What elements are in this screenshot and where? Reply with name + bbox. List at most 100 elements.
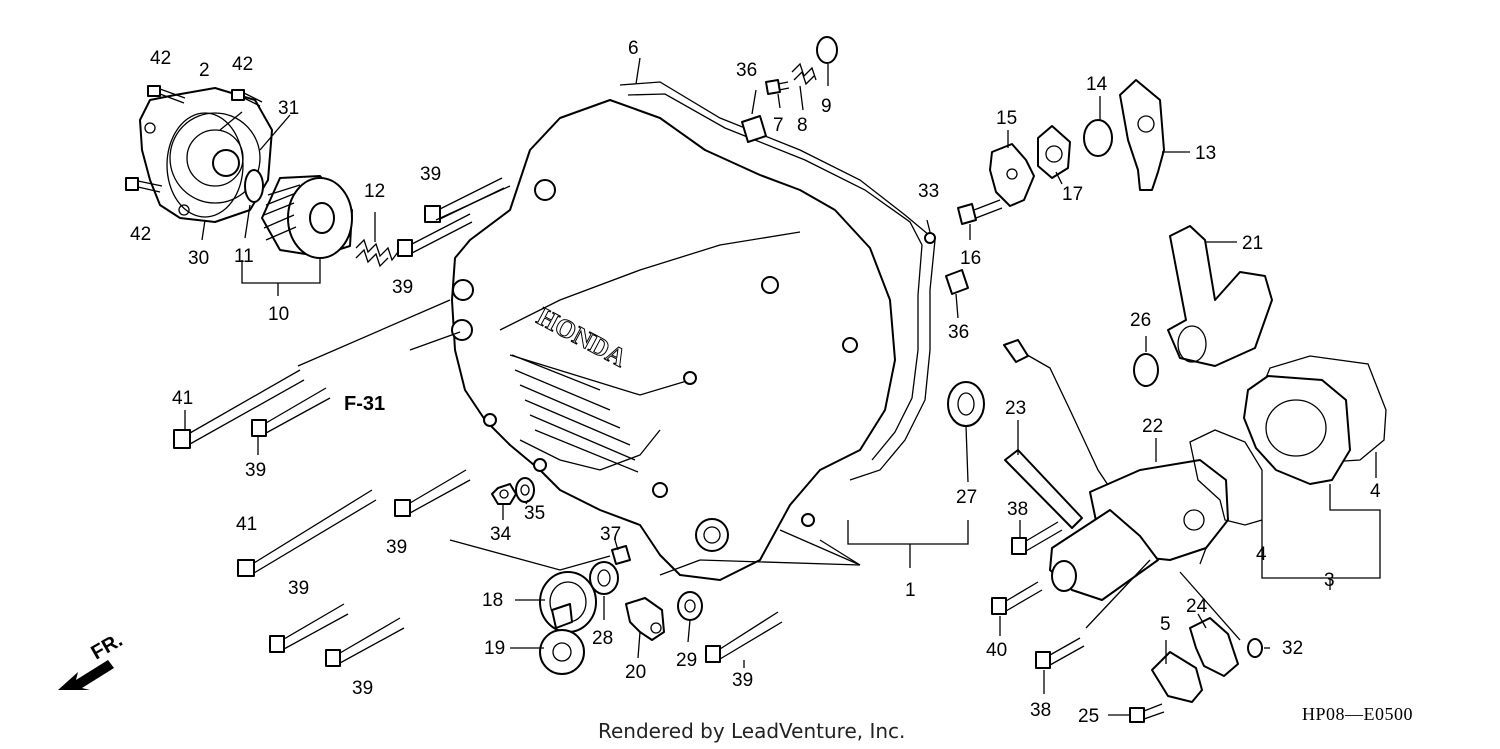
label-31: 31	[278, 98, 299, 119]
label-27: 27	[956, 487, 977, 508]
label-7: 7	[773, 115, 784, 136]
label-39-b: 39	[392, 277, 413, 298]
label-4-b: 4	[1256, 544, 1267, 565]
label-29: 29	[676, 650, 697, 671]
label-8: 8	[797, 115, 808, 136]
bolt-39-b	[397, 213, 473, 257]
sealing-washer-9	[816, 36, 838, 64]
label-39-f: 39	[352, 678, 373, 699]
label-41-a: 41	[172, 388, 193, 409]
label-6: 6	[628, 38, 639, 59]
label-18: 18	[482, 590, 503, 611]
dowel-pin-37	[611, 545, 631, 565]
label-39-c: 39	[245, 460, 266, 481]
shift-arm-13	[1119, 79, 1165, 191]
label-38-b: 38	[1030, 700, 1051, 721]
o-ring-30	[166, 112, 244, 218]
label-34: 34	[490, 524, 512, 545]
label-35: 35	[524, 503, 545, 524]
label-17: 17	[1062, 184, 1083, 205]
label-9: 9	[821, 96, 832, 117]
bolt-41-a	[173, 369, 305, 449]
label-39-e: 39	[288, 578, 309, 599]
label-40: 40	[986, 640, 1007, 661]
label-21: 21	[1242, 233, 1263, 254]
label-3: 3	[1324, 570, 1335, 591]
label-22: 22	[1142, 416, 1163, 437]
diagram-code: HP08—E0500	[1302, 704, 1413, 724]
oil-filter	[261, 175, 353, 259]
bolt-7	[765, 79, 790, 95]
bolt-42-top-left	[147, 85, 186, 104]
bolt-39-g	[705, 611, 783, 663]
label-42-top-right: 42	[232, 54, 253, 75]
label-36-b: 36	[948, 322, 969, 343]
bearing-28	[589, 561, 619, 595]
gasket-4-a	[1189, 429, 1263, 526]
label-5: 5	[1160, 614, 1171, 635]
reference-f31: F-31	[344, 393, 385, 415]
label-28: 28	[592, 628, 613, 649]
dowel-pin-36-b	[945, 269, 969, 295]
sensor-24	[1189, 617, 1239, 677]
crankcase-cover	[451, 99, 896, 581]
label-39-a: 39	[420, 164, 441, 185]
bolt-39-c	[251, 387, 331, 437]
label-30: 30	[188, 248, 209, 269]
label-14: 14	[1086, 74, 1108, 95]
link-plate-20	[625, 597, 665, 641]
label-32: 32	[1282, 638, 1303, 659]
label-2: 2	[199, 60, 210, 81]
front-marker-label: FR.	[88, 629, 127, 664]
shaft-bolt-16	[957, 199, 1003, 225]
label-13: 13	[1195, 143, 1216, 164]
nut-34	[491, 483, 517, 505]
label-25: 25	[1078, 706, 1099, 727]
bolt-38-b	[1035, 637, 1085, 669]
bolt-39-f	[325, 617, 405, 667]
spring-washer-14	[1083, 119, 1113, 157]
o-ring-11	[244, 169, 264, 203]
gear-19	[539, 629, 585, 675]
bolt-39-e	[269, 603, 349, 653]
cover-3	[1243, 375, 1351, 485]
washer-33	[924, 232, 936, 244]
label-36-a: 36	[736, 60, 757, 81]
bolt-38-a	[1011, 521, 1063, 555]
label-26: 26	[1130, 310, 1151, 331]
bolt-41-b	[237, 489, 377, 577]
sensor-5	[1151, 651, 1203, 703]
label-41-b: 41	[236, 514, 257, 535]
washer-35	[515, 477, 535, 503]
label-12: 12	[364, 181, 385, 202]
rod-23	[1004, 449, 1083, 529]
label-42-bottom: 42	[130, 224, 151, 245]
label-23: 23	[1005, 398, 1026, 419]
gear-18	[539, 571, 597, 633]
label-15: 15	[996, 108, 1017, 129]
label-1: 1	[905, 580, 916, 601]
dowel-pin-36-a	[741, 115, 767, 143]
label-20: 20	[625, 662, 646, 683]
cam-plate-17	[1037, 125, 1071, 179]
label-42-top-left: 42	[150, 48, 171, 69]
label-24: 24	[1186, 596, 1208, 617]
spring-12	[355, 238, 399, 268]
shift-motor-22	[1003, 339, 1229, 601]
label-11: 11	[234, 246, 254, 267]
screw-25	[1129, 703, 1165, 723]
bearing-29	[677, 591, 703, 621]
bolt-39-d	[394, 469, 471, 517]
label-37: 37	[600, 524, 621, 545]
oil-seal-26	[1133, 353, 1159, 387]
label-10: 10	[268, 304, 289, 325]
shift-lever-21	[1167, 225, 1273, 367]
gear-position-plate-15	[989, 143, 1035, 207]
spring-8	[791, 62, 817, 86]
label-38-a: 38	[1007, 499, 1028, 520]
leader-lines	[184, 57, 1381, 716]
credit-text: Rendered by LeadVenture, Inc.	[598, 719, 905, 743]
front-arrow-icon	[58, 660, 114, 690]
needle-bearing-27	[947, 381, 985, 427]
